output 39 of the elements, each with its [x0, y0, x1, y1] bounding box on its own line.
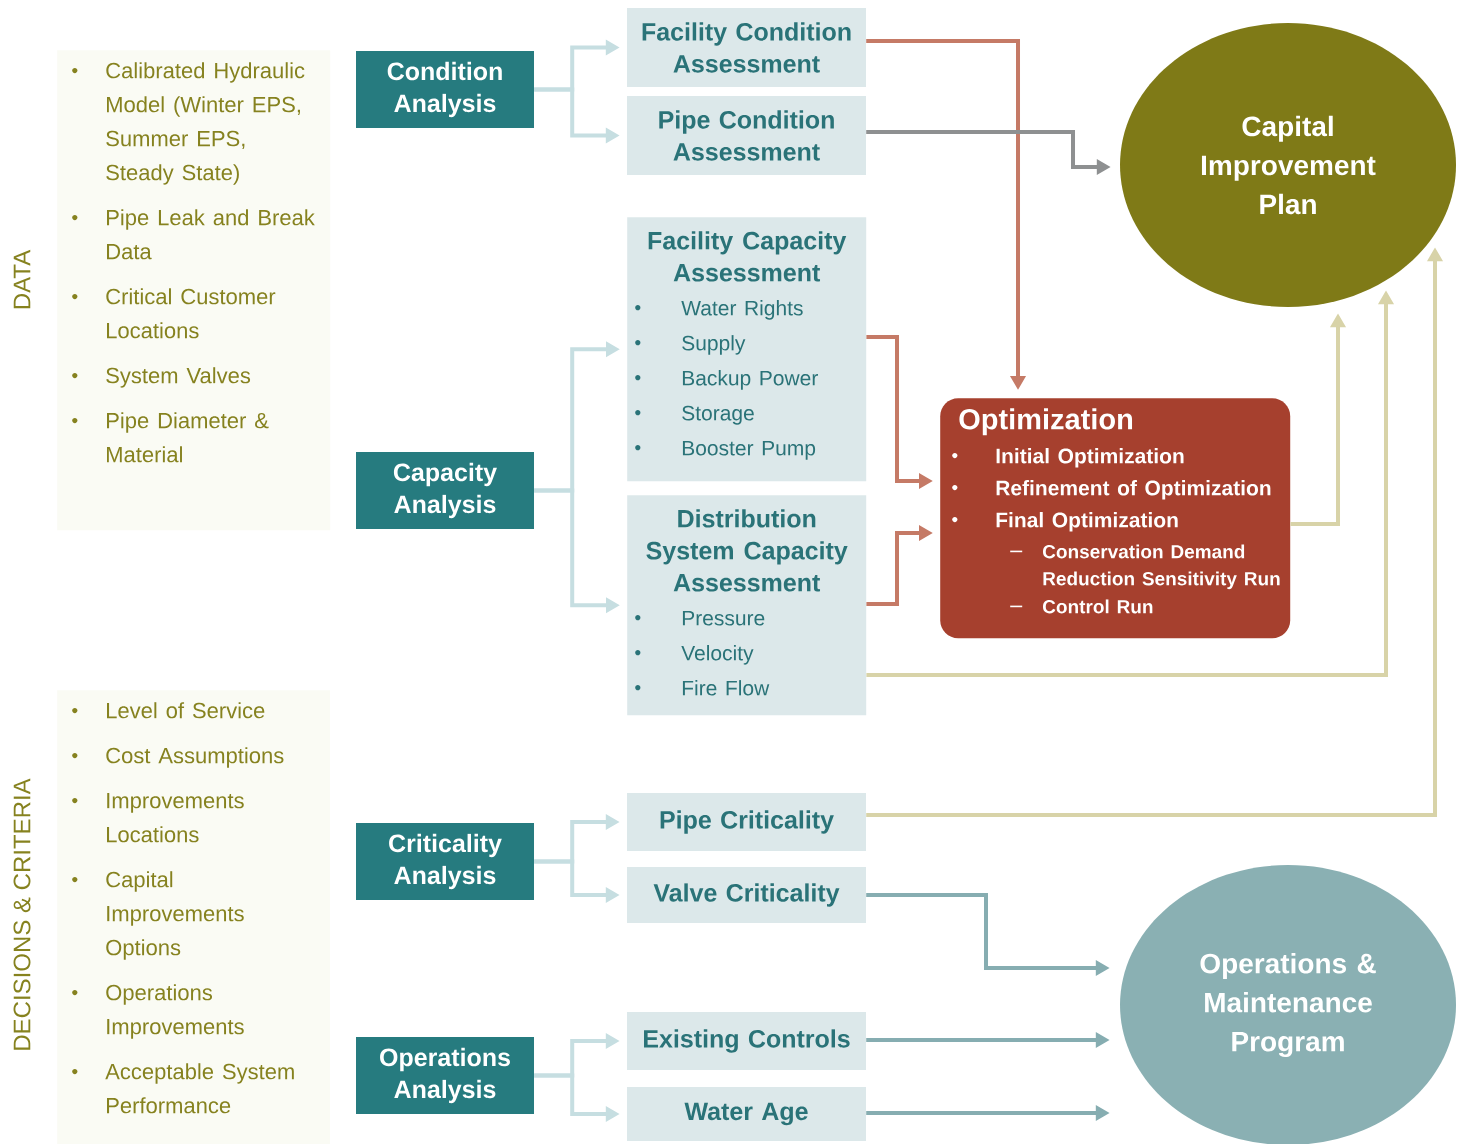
list-item: Calibrated Hydraulic Model (Winter EPS, Summer EPS, Steady State): [72, 62, 305, 185]
list-item: Critical Customer Locations: [72, 288, 276, 339]
side-label: DATA: [13, 249, 31, 309]
assessment-box: Facility Capacity Assessment Water Rights Supply Backup Power Storage Booster Pump: [627, 217, 867, 482]
optimization-box: Optimization Initial Optimization Refinement of Optimization Final Optimization Conservation Demand Reduction Sensitivity Run Control Run: [940, 398, 1291, 639]
analysis-box: Capacity Analysis: [356, 452, 534, 529]
analysis-box: Criticality Analysis: [356, 823, 534, 900]
list-item: Cost Assumptions: [72, 747, 284, 768]
assessment-box: Valve Criticality: [627, 867, 866, 923]
list-item: Control Run: [1009, 599, 1153, 614]
list-item: Capital Improvements Options: [72, 871, 244, 960]
list-item: Pipe Diameter & Material: [72, 412, 269, 463]
assessment-box: Facility Condition Assessment: [627, 8, 866, 87]
list-item: Water Rights: [635, 300, 803, 320]
list-item: Booster Pump: [635, 440, 816, 460]
analysis-box: Condition Analysis: [356, 51, 534, 128]
list-item: Final Optimization: [952, 512, 1178, 532]
list-item: Improvements Locations: [72, 793, 244, 843]
assessment-box: Pipe Criticality: [627, 793, 866, 851]
list-item: Pipe Leak and Break Data: [72, 209, 315, 260]
list-item: Operations Improvements: [72, 984, 244, 1039]
list-item: System Valves: [72, 367, 251, 388]
list-item: Supply: [635, 335, 746, 355]
assessment-box: Distribution System Capacity Assessment Pressure Velocity Fire Flow: [627, 495, 867, 716]
assessment-box: Existing Controls: [627, 1012, 866, 1070]
list-item: Initial Optimization: [952, 448, 1184, 468]
list-item: Pressure: [635, 610, 765, 626]
side-label: DECISIONS & CRITERIA: [13, 778, 31, 1050]
list-item: Backup Power: [635, 370, 818, 390]
list-item: Refinement of Optimization: [952, 480, 1271, 500]
list-item: Velocity: [635, 645, 754, 665]
assessment-box: Pipe Condition Assessment: [627, 96, 866, 175]
list-item: Conservation Demand Reduction Sensitivity Run: [1009, 544, 1280, 590]
analysis-box: Operations Analysis: [356, 1037, 534, 1114]
list-item: Level of Service: [72, 702, 265, 719]
list-item: Fire Flow: [635, 680, 770, 696]
list-item: Acceptable System Performance: [72, 1063, 294, 1114]
list-item: Storage: [635, 405, 754, 425]
assessment-box: Water Age: [627, 1087, 866, 1141]
